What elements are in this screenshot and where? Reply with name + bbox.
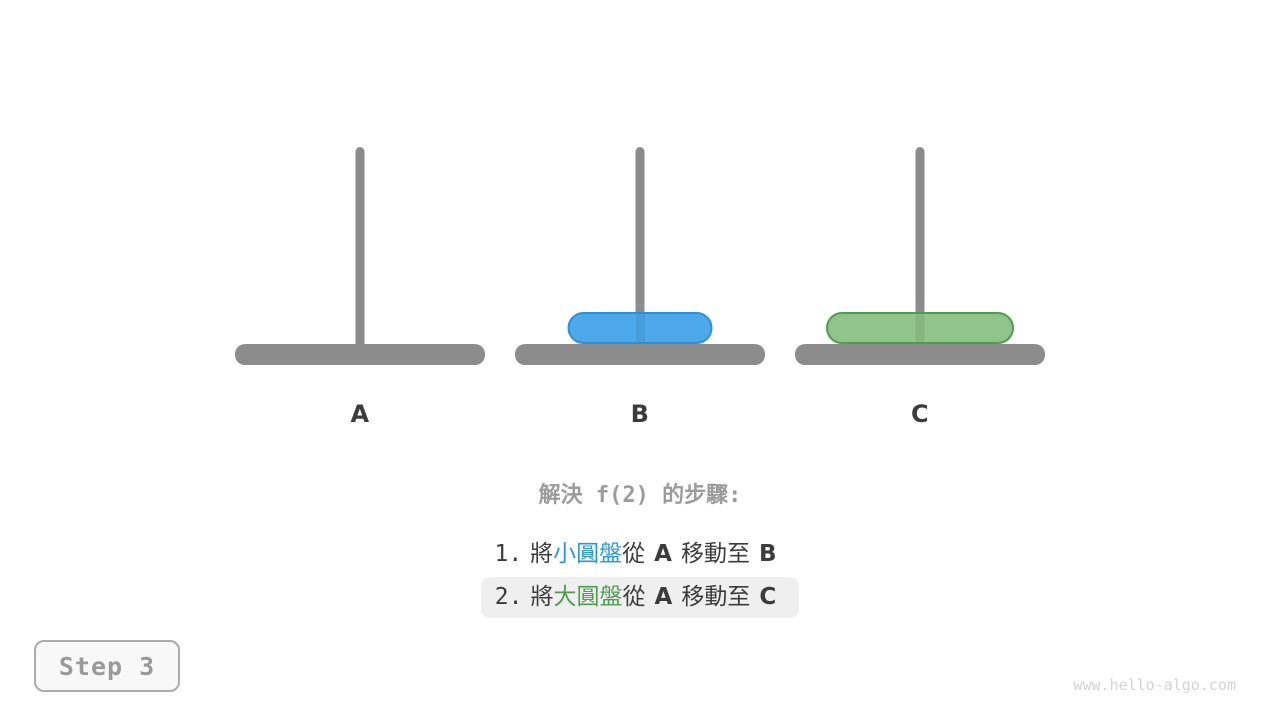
solution-step-2: 2. 將 大圓盤 從 A 移動至 C <box>480 576 800 618</box>
peg-B-pole <box>635 147 645 352</box>
large-disk <box>826 312 1014 344</box>
peg-A: A <box>235 147 485 439</box>
step-1-to-word: 移動至 <box>680 541 750 567</box>
watermark: www.hello-algo.com <box>1073 676 1236 694</box>
step-2-number: 2. <box>494 583 523 610</box>
peg-C-base <box>795 344 1045 365</box>
step-2-to-word: 移動至 <box>681 583 751 610</box>
step-2-disk-word: 大圓盤 <box>553 583 623 610</box>
step-2-to-peg: C <box>759 583 777 610</box>
peg-B-base <box>515 344 765 365</box>
step-1-verb: 將 <box>530 541 554 567</box>
peg-C: C <box>795 147 1045 439</box>
solution-step-1: 1. 將 小圓盤 從 A 移動至 B <box>480 534 799 575</box>
peg-B: B <box>515 147 765 439</box>
step-indicator-button[interactable]: Step 3 <box>34 640 180 692</box>
solution-heading: 解決 f(2) 的步驟: <box>538 483 742 508</box>
peg-A-base <box>235 344 485 365</box>
step-2-from-word: 從 <box>622 583 646 610</box>
peg-C-label: C <box>910 400 930 428</box>
step-2-verb: 將 <box>530 583 554 610</box>
step-1-from-peg: A <box>654 541 672 567</box>
step-2-from-peg: A <box>654 583 673 610</box>
peg-A-label: A <box>350 400 370 428</box>
peg-B-label: B <box>630 400 650 428</box>
peg-A-pole <box>355 147 365 352</box>
peg-C-pole <box>915 147 925 352</box>
step-1-disk-word: 小圓盤 <box>553 541 623 567</box>
small-disk <box>567 312 713 344</box>
step-1-to-peg: B <box>758 541 777 567</box>
step-1-from-word: 從 <box>622 541 646 567</box>
solution-block: 解決 f(2) 的步驟: 1. 將 小圓盤 從 A 移動至 B 2. 將 大圓盤… <box>0 477 1280 618</box>
step-1-number: 1. <box>494 541 523 567</box>
